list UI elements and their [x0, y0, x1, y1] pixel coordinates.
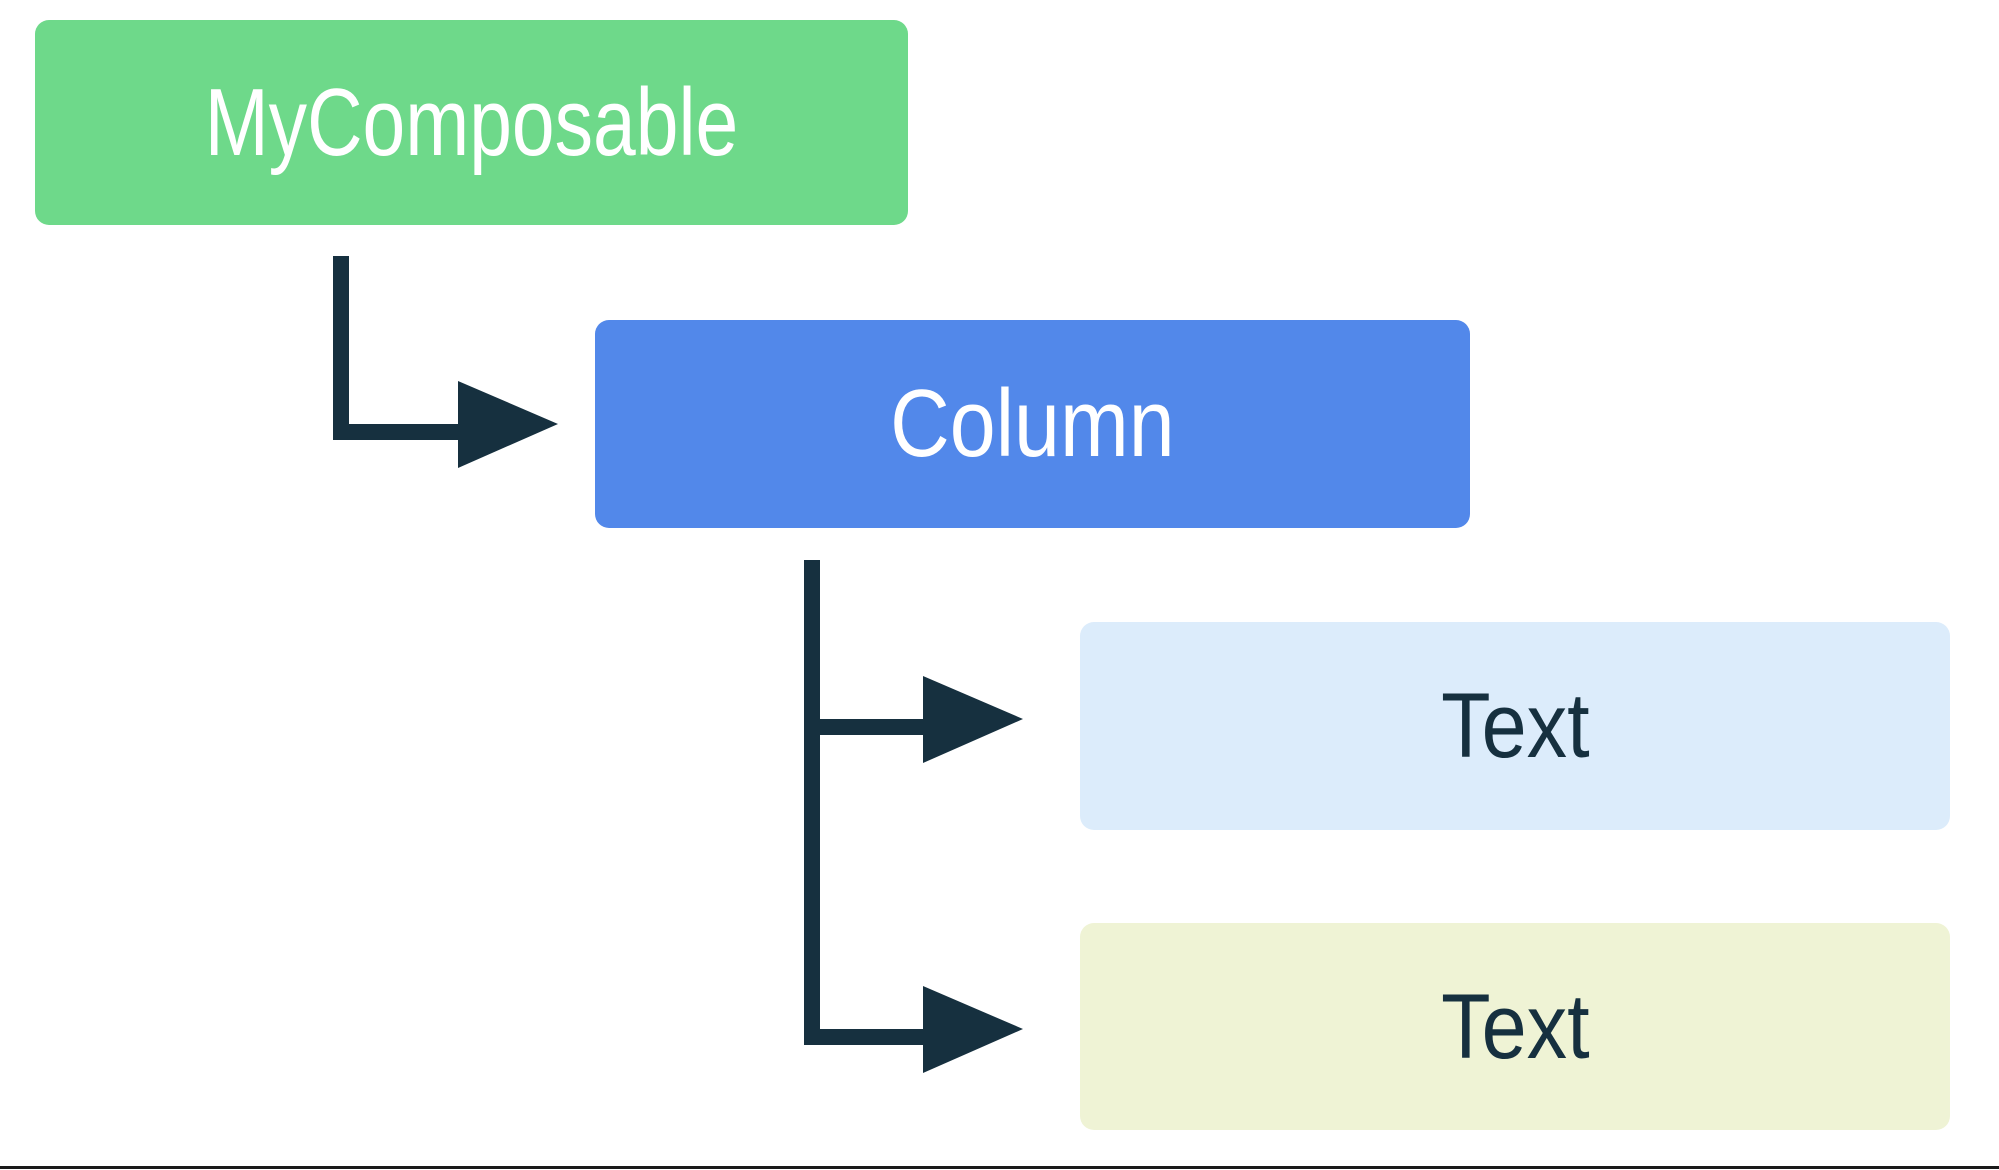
node-my-composable[interactable]: MyComposable — [35, 20, 908, 225]
edge-column-to-text-2-arrowhead — [923, 986, 1023, 1073]
edge-root-to-column — [333, 256, 558, 468]
edge-column-to-text-1 — [804, 560, 1023, 763]
node-text-secondary-label: Text — [1440, 975, 1590, 1078]
node-column-label: Column — [890, 370, 1175, 477]
node-text-secondary[interactable]: Text — [1080, 923, 1950, 1130]
bottom-divider — [0, 1166, 1999, 1169]
node-my-composable-label: MyComposable — [204, 68, 739, 176]
edge-column-to-text-2-line — [804, 560, 928, 1045]
node-text-primary-label: Text — [1440, 675, 1590, 777]
node-column[interactable]: Column — [595, 320, 1470, 528]
edge-column-to-text-2 — [804, 560, 1023, 1073]
edge-column-to-text-1-line — [804, 560, 928, 735]
node-text-primary[interactable]: Text — [1080, 622, 1950, 830]
edge-column-to-text-1-arrowhead — [923, 676, 1023, 763]
edge-root-to-column-arrowhead — [458, 381, 558, 468]
edge-root-to-column-line — [333, 256, 463, 440]
